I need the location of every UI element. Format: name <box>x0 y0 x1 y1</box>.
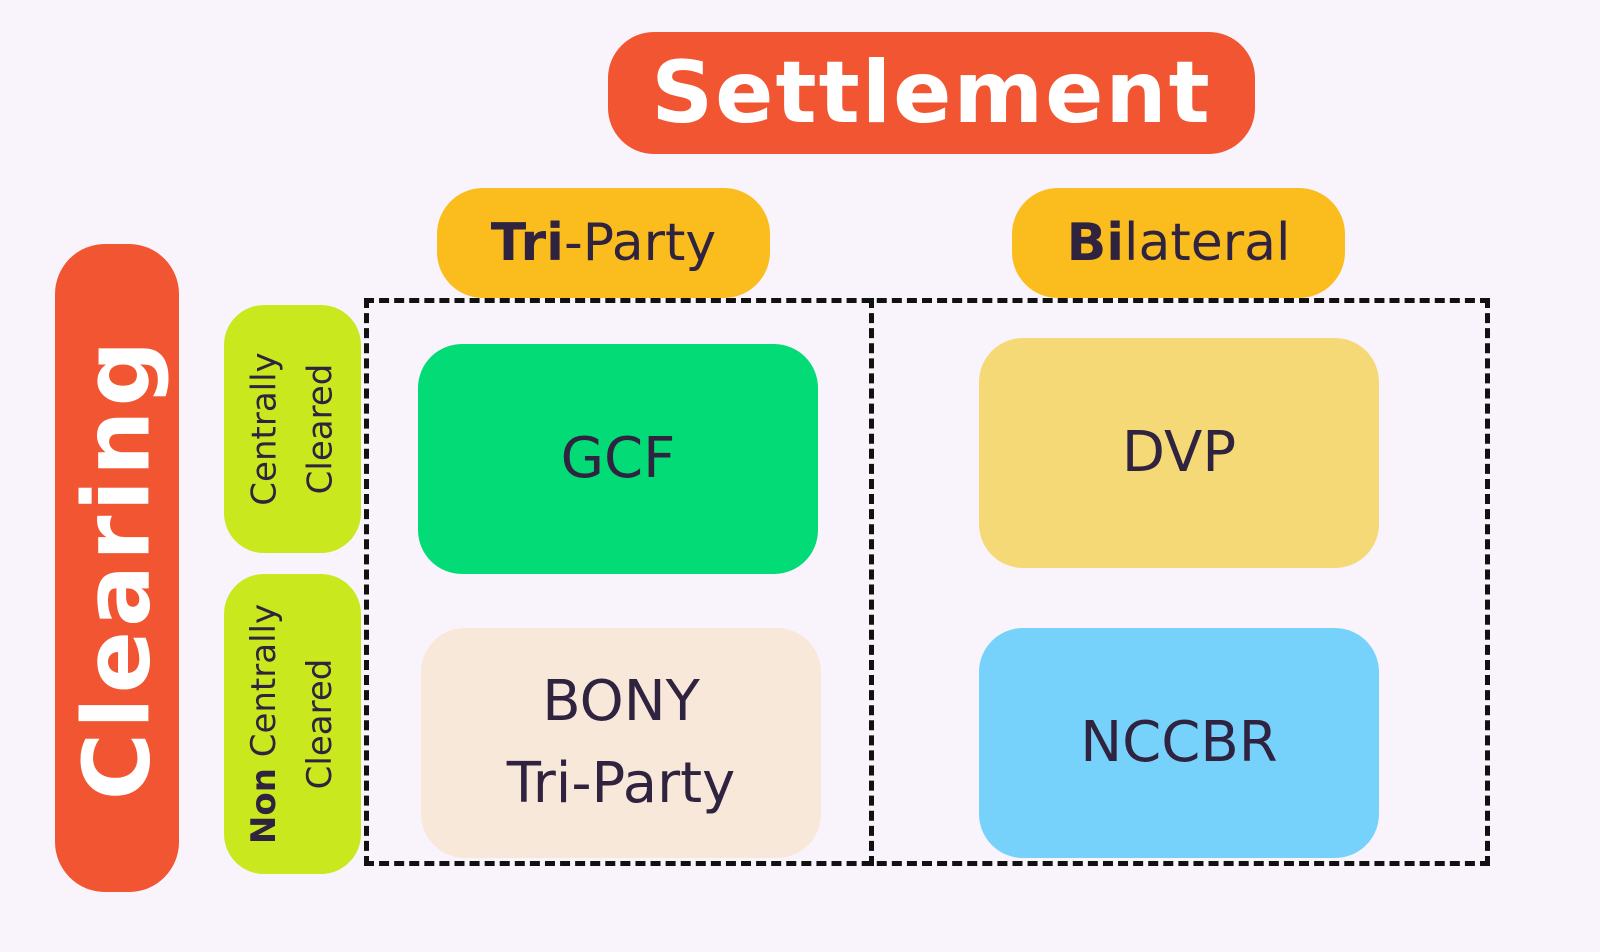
cell-bony-line1: BONY <box>542 669 700 734</box>
clearing-label: Clearing <box>63 336 171 800</box>
column-header-rest: -Party <box>564 213 717 273</box>
cell-gcf-label: GCF <box>560 426 676 491</box>
column-header-bold: Tri <box>490 213 565 273</box>
row-header-text: Non Centrally Cleared <box>237 604 349 844</box>
dashed-grid-border <box>364 298 1490 866</box>
settlement-label: Settlement <box>651 43 1212 143</box>
dashed-grid-divider <box>869 298 874 866</box>
row-header-line1-text: Centrally <box>244 352 285 506</box>
clearing-header: Clearing <box>55 244 179 892</box>
row-header-line2: Cleared <box>300 363 341 495</box>
cell-bony-lines: BONY Tri-Party <box>507 661 735 825</box>
column-header-rest: lateral <box>1124 213 1291 273</box>
cell-bony-line2: Tri-Party <box>506 751 736 816</box>
row-header-line1-text: Centrally <box>244 603 285 769</box>
row-header-centrally-cleared: Centrally Cleared <box>224 305 361 553</box>
cell-gcf: GCF <box>418 344 818 574</box>
row-header-line1: Centrally <box>237 352 293 505</box>
settlement-header: Settlement <box>608 32 1255 154</box>
cell-bony-tri-party: BONY Tri-Party <box>421 628 821 858</box>
column-header-tri-party: Tri-Party <box>437 188 770 298</box>
row-header-line2: Cleared <box>300 658 341 790</box>
cell-dvp: DVP <box>979 338 1379 568</box>
cell-nccbr: NCCBR <box>979 628 1379 858</box>
row-header-non-centrally-cleared: Non Centrally Cleared <box>224 574 361 874</box>
row-header-bold: Non <box>244 768 285 845</box>
cell-nccbr-label: NCCBR <box>1080 710 1278 775</box>
row-header-line1: Non Centrally <box>237 604 293 844</box>
cell-dvp-label: DVP <box>1121 420 1237 485</box>
row-header-text: Centrally Cleared <box>237 352 349 505</box>
column-header-bold: Bi <box>1066 213 1125 273</box>
